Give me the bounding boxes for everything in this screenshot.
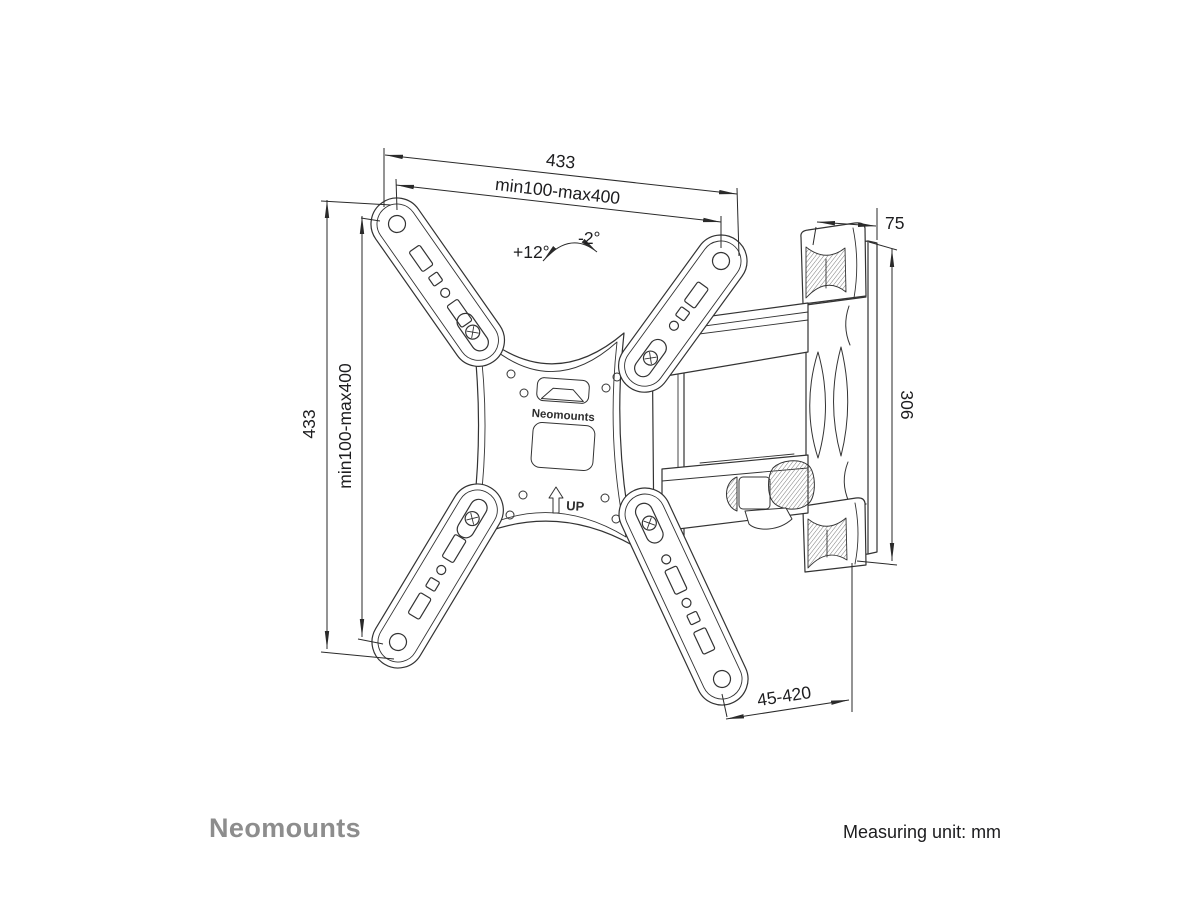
dim-depth [812, 208, 878, 246]
vesa-arm-bottom-right [618, 487, 749, 706]
cable-opening [530, 421, 596, 472]
dim-label-width-outer: 433 [545, 149, 576, 172]
vesa-arm-top-left [370, 197, 506, 367]
up-label: UP [566, 498, 585, 514]
tension-knob [726, 460, 815, 530]
dim-label-height-vesa: min100-max400 [335, 363, 355, 489]
top-cap [800, 222, 867, 305]
dim-label-bracket-height: 306 [897, 390, 917, 419]
plate-brand-label: Neomounts [531, 408, 595, 424]
dim-height-outer [320, 200, 395, 660]
dim-height-vesa [357, 216, 384, 645]
dim-label-depth: 75 [885, 213, 904, 233]
mount-model [370, 197, 878, 706]
vesa-arm-bottom-left [371, 483, 504, 669]
dim-label-arm-extension: 45-420 [756, 682, 813, 710]
dim-arm-extension [721, 563, 853, 720]
tilt-down-label: -2° [578, 228, 601, 248]
dimension-lines [320, 148, 898, 720]
tilt-annotation [542, 238, 598, 262]
dim-width-vesa [395, 178, 722, 248]
handle-cutout [536, 377, 590, 404]
measuring-unit-note: Measuring unit: mm [843, 822, 1002, 842]
brand-logo: Neomounts [209, 813, 362, 843]
tilt-up-label: +12° [513, 242, 550, 262]
up-arrow-icon [548, 486, 564, 514]
vesa-arm-top-right [617, 234, 748, 393]
dim-label-height-outer: 433 [299, 409, 319, 438]
swivel-column [809, 305, 851, 503]
dim-bracket-height [856, 241, 898, 566]
bottom-cap [802, 497, 867, 573]
